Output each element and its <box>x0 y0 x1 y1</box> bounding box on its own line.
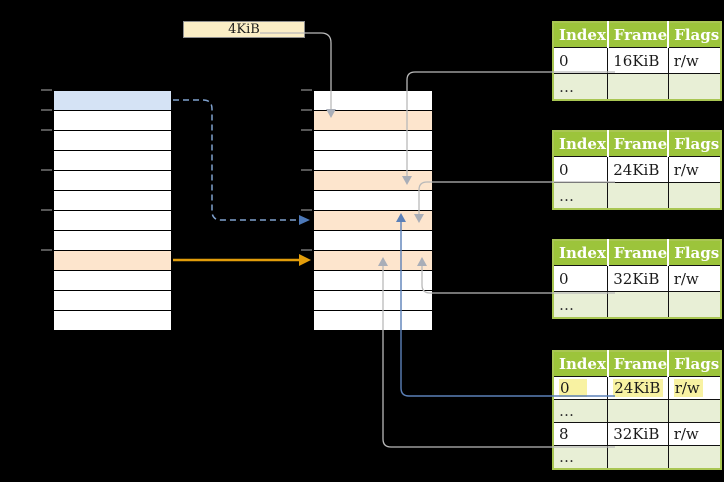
frame-size-label: 4KiB <box>183 21 305 38</box>
cell-flags <box>667 182 722 210</box>
cell-index: 0 <box>552 265 609 292</box>
col-header-flags: Flags <box>667 351 721 377</box>
col-header-index: Index <box>553 131 608 157</box>
cell-flags: r/w <box>667 47 722 74</box>
cell-index: … <box>552 73 609 101</box>
col-header-index: Index <box>553 351 608 377</box>
cell-frame <box>607 291 669 319</box>
physical-memory-column <box>313 90 433 331</box>
physical-frame-row-page-table-24kib <box>314 211 432 231</box>
cell-index: … <box>552 291 609 319</box>
cell-flags <box>667 399 722 423</box>
page-table-24kib: Index Frame Flags 0 24KiB r/w … <box>552 130 722 210</box>
cell-index: … <box>552 445 609 470</box>
cell-flags: r/w <box>667 265 722 292</box>
table-row: 0 24KiB r/w <box>552 156 722 183</box>
virtual-page-row <box>54 311 171 330</box>
virtual-page-row <box>54 191 171 211</box>
table-row-highlighted: 0 24KiB r/w <box>552 376 722 400</box>
table-row-ellipsis: … <box>552 445 722 470</box>
physical-frame-row-page-table-4kib <box>314 111 432 131</box>
physical-frame-row <box>314 231 432 251</box>
physical-frame-row <box>314 191 432 211</box>
col-header-flags: Flags <box>667 240 721 266</box>
cell-flags <box>667 445 722 470</box>
table-header-row: Index Frame Flags <box>553 240 721 266</box>
table-header-row: Index Frame Flags <box>553 22 721 48</box>
virtual-page-row <box>54 131 171 151</box>
virtual-page-row <box>54 271 171 291</box>
table-row-ellipsis: … <box>552 73 722 101</box>
virtual-page-row <box>54 291 171 311</box>
cell-frame <box>607 445 669 470</box>
address-ticks-left <box>41 89 52 251</box>
page-table-32kib: Index Frame Flags 0 32KiB r/w … <box>552 239 722 319</box>
physical-frame-row <box>314 151 432 171</box>
cell-frame <box>607 73 669 101</box>
table-row: 0 16KiB r/w <box>552 47 722 74</box>
physical-frame-row-page-table-16kib <box>314 171 432 191</box>
cell-flags: r/w <box>667 376 722 400</box>
physical-frame-row <box>314 291 432 311</box>
table-row-ellipsis: … <box>552 291 722 319</box>
virtual-page-row <box>54 171 171 191</box>
col-header-frame: Frame <box>606 131 669 157</box>
cell-frame: 32KiB <box>607 422 669 446</box>
cell-index: 8 <box>552 422 609 446</box>
cell-flags <box>667 291 722 319</box>
col-header-index: Index <box>553 240 608 266</box>
arrowhead-blue-virtual-page <box>299 215 310 225</box>
col-header-flags: Flags <box>667 131 721 157</box>
cell-flags: r/w <box>667 422 722 446</box>
physical-frame-row <box>314 131 432 151</box>
virtual-memory-column <box>53 90 172 331</box>
virtual-page-row <box>54 211 171 231</box>
virtual-page-row-blue <box>54 91 171 111</box>
cell-index: 0 <box>552 156 609 183</box>
cell-flags: r/w <box>667 156 722 183</box>
table-header-row: Index Frame Flags <box>553 131 721 157</box>
cell-index: … <box>552 399 609 423</box>
cell-index: 0 <box>552 376 609 400</box>
physical-frame-row <box>314 311 432 330</box>
col-header-flags: Flags <box>667 22 721 48</box>
address-ticks-middle <box>301 89 312 251</box>
cell-index: 0 <box>552 47 609 74</box>
virtual-page-row <box>54 111 171 131</box>
arrow-blue-virtual-page <box>173 99 299 221</box>
physical-frame-row-page-table-32kib <box>314 251 432 271</box>
cell-frame <box>607 182 669 210</box>
cell-frame: 24KiB <box>607 376 669 400</box>
table-row-ellipsis: … <box>552 399 722 423</box>
physical-frame-row <box>314 91 432 111</box>
highlight-flags: r/w <box>673 379 703 397</box>
cell-flags <box>667 73 722 101</box>
highlight-index: 0 <box>559 379 587 397</box>
physical-frame-row <box>314 271 432 291</box>
table-row: 8 32KiB r/w <box>552 422 722 446</box>
highlight-frame: 24KiB <box>613 379 664 397</box>
page-table-bottom: Index Frame Flags 0 24KiB r/w … 8 32KiB … <box>552 350 722 470</box>
table-row-ellipsis: … <box>552 182 722 210</box>
virtual-page-row-orange <box>54 251 171 271</box>
virtual-page-row <box>54 231 171 251</box>
col-header-frame: Frame <box>606 351 669 377</box>
table-header-row: Index Frame Flags <box>553 351 721 377</box>
col-header-frame: Frame <box>606 22 669 48</box>
page-table-16kib: Index Frame Flags 0 16KiB r/w … <box>552 21 722 101</box>
table-row: 0 32KiB r/w <box>552 265 722 292</box>
cell-frame <box>607 399 669 423</box>
virtual-page-row <box>54 151 171 171</box>
cell-frame: 32KiB <box>607 265 669 292</box>
col-header-index: Index <box>553 22 608 48</box>
cell-frame: 24KiB <box>607 156 669 183</box>
arrowhead-orange-virtual-page <box>299 254 311 266</box>
col-header-frame: Frame <box>606 240 669 266</box>
cell-frame: 16KiB <box>607 47 669 74</box>
cell-index: … <box>552 182 609 210</box>
